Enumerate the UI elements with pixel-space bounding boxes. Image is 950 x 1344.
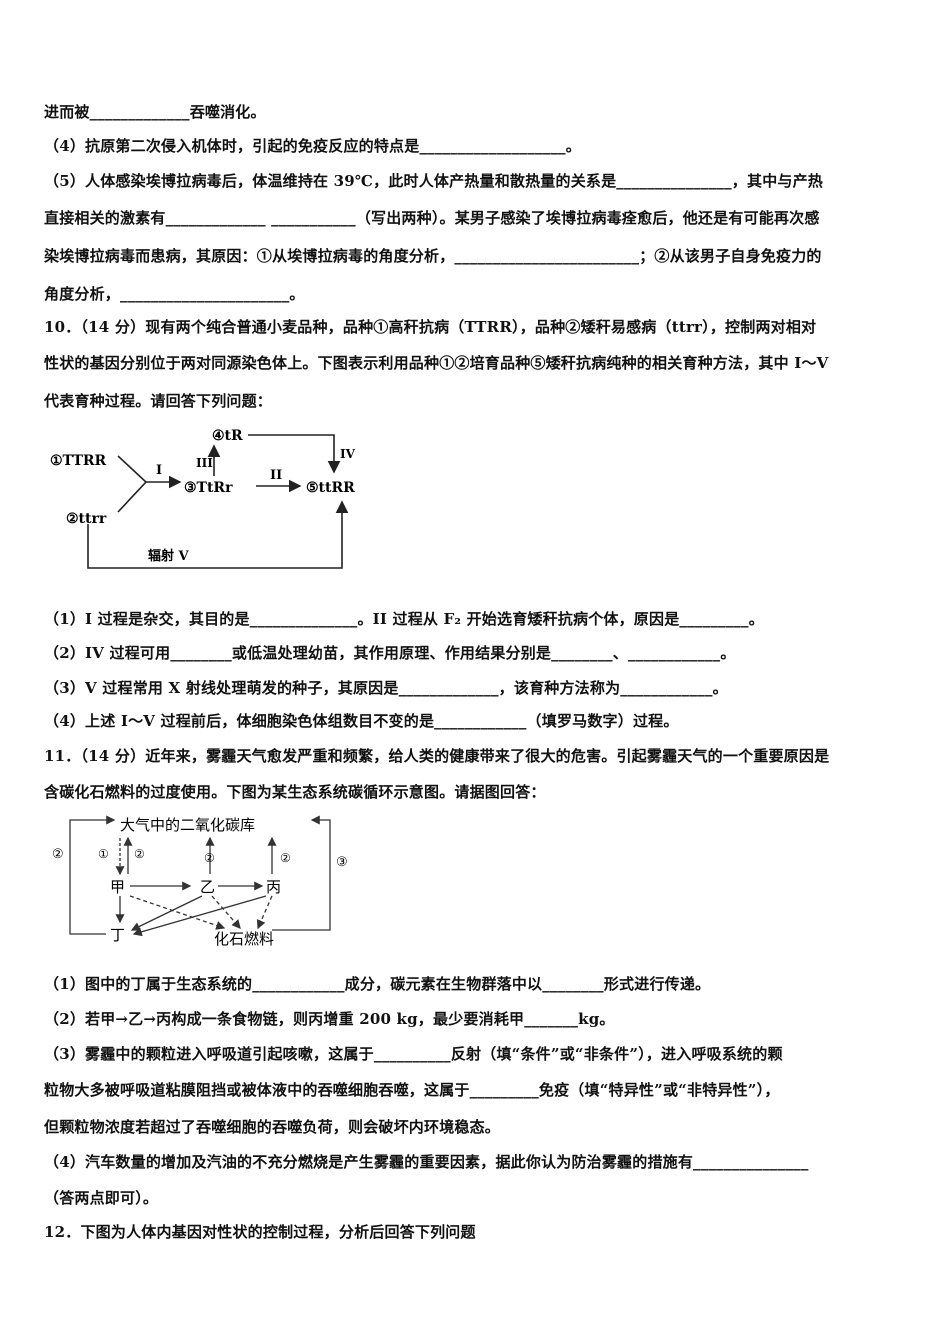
arrow-v (87, 500, 349, 569)
arrow-yi-to-ding (130, 895, 203, 931)
text-line: 染埃博拉病毒而患病，其原因：①从埃博拉病毒的角度分析，_____________… (44, 247, 822, 265)
arrow-ding-to-atmosphere (69, 815, 116, 935)
label-iii: III (196, 456, 213, 470)
node-ttrr-f1: ③TtRr (184, 480, 233, 496)
question-12-heading: 12．下图为人体内基因对性状的控制过程，分析后回答下列问题 (44, 1223, 476, 1241)
node-ttrr-target: ⑤ttRR (306, 480, 355, 496)
node-fossil-fuel: 化石燃料 (214, 930, 274, 948)
text-line: （1）图中的丁属于生态系统的____________成分，碳元素在生物群落中以_… (44, 975, 711, 993)
text-line: 代表育种过程。请回答下列问题： (44, 392, 273, 410)
text-line: 性状的基因分别位于两对同源染色体上。下图表示利用品种①②培育品种⑤矮秆抗病纯种的… (44, 354, 829, 372)
node-tr-haploid: ④tR (212, 428, 243, 444)
arrow-yi-to-fuel (211, 895, 241, 929)
arrow-iv (248, 434, 341, 474)
question-11-heading: 11．（14 分）近年来，雾霾天气愈发严重和频繁，给人类的健康带来了很大的危害。… (44, 747, 830, 765)
arrow-jia-to-fuel (129, 895, 226, 930)
node-ttrr-parent: ①TTRR (50, 453, 107, 469)
text-line: 直接相关的激素有_____________ ___________（写出两种）。… (44, 209, 820, 227)
text-line: 但颗粒物浓度若超过了吞噬细胞的吞噬负荷，则会破坏内环境稳态。 (44, 1118, 501, 1136)
label-v: 辐射 V (148, 548, 190, 564)
breeding-diagram: ①TTRR ②ttrr I ③TtRr III ④tR II ⑤ttRR IV … (50, 428, 356, 569)
label-circle-2-jia: ② (134, 847, 145, 861)
text-line: （1）I 过程是杂交，其目的是______________。II 过程从 F₂ … (44, 610, 764, 628)
label-i: I (156, 463, 162, 478)
label-circle-3: ③ (336, 855, 348, 870)
text-line: （答两点即可）。 (44, 1189, 159, 1207)
node-bing: 丙 (266, 878, 281, 896)
text-line: （2）IV 过程可用________或低温处理幼苗，其作用原理、作用结果分别是_… (44, 644, 736, 662)
text-line: （5）人体感染埃博拉病毒后，体温维持在 39℃，此时人体产热量和散热量的关系是_… (44, 172, 824, 190)
node-ttrr-recessive: ②ttrr (66, 511, 107, 527)
text-line: （4）汽车数量的增加及汽油的不充分燃烧是产生雾霾的重要因素，据此你认为防治雾霾的… (44, 1153, 809, 1171)
label-circle-1: ① (98, 847, 109, 861)
node-yi: 乙 (200, 878, 215, 896)
node-ding: 丁 (110, 926, 125, 944)
label-circle-2-yi: ② (204, 851, 215, 865)
text-line: 角度分析，______________________。 (44, 285, 305, 303)
text-line: （4）上述 I～V 过程前后，体细胞染色体组数目不变的是____________… (44, 712, 679, 730)
label-circle-2-left: ② (52, 847, 64, 862)
text-line: （2）若甲→乙→丙构成一条食物链，则丙增重 200 kg，最少要消耗甲_____… (44, 1010, 615, 1028)
text-line: （3）V 过程常用 X 射线处理萌发的种子，其原因是_____________，… (44, 679, 728, 697)
label-circle-2-bing: ② (280, 851, 291, 865)
carbon-cycle-diagram: 大气中的二氧化碳库 甲 乙 丙 丁 化石燃料 ② ③ ① ② ② ② (52, 815, 348, 948)
text-line: （3）雾霾中的颗粒进入呼吸道引起咳嗽，这属于__________反射（填“条件”… (44, 1045, 783, 1063)
text-line: 进而被_____________吞噬消化。 (44, 103, 266, 121)
question-10-heading: 10．（14 分）现有两个纯合普通小麦品种，品种①高秆抗病（TTRR），品种②矮… (44, 318, 817, 336)
arrow-fuel-to-atmosphere (272, 815, 331, 931)
text-line: 粒物大多被呼吸道粘膜阻挡或被体液中的吞噬细胞吞噬，这属于_________免疫（… (44, 1081, 780, 1099)
text-line: （4）抗原第二次侵入机体时，引起的免疫反应的特点是_______________… (44, 137, 581, 155)
text-line: 含碳化石燃料的过度使用。下图为某生态系统碳循环示意图。请据图回答： (44, 783, 546, 801)
label-iv: IV (340, 447, 356, 461)
label-ii: II (270, 468, 282, 483)
arrow-bing-to-fuel (256, 895, 273, 930)
node-atmosphere-co2: 大气中的二氧化碳库 (120, 816, 255, 834)
node-jia: 甲 (110, 878, 125, 896)
arrow-bing-to-ding (132, 895, 267, 937)
cross-bracket (117, 455, 148, 513)
